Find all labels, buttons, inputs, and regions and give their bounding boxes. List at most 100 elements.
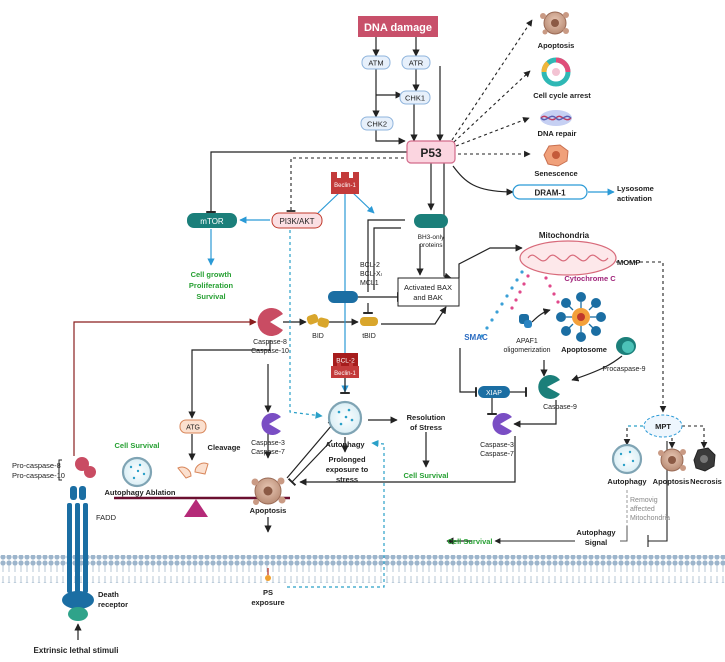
mpt-node: MPT xyxy=(643,414,683,438)
caspase9-label: Caspase-9 xyxy=(543,404,577,411)
plasma-membrane xyxy=(0,555,725,583)
mpt-label: MPT xyxy=(655,422,671,431)
autophagy-ablation-vesicle xyxy=(121,456,153,488)
caspase10-label: Caspase-10 xyxy=(251,348,289,355)
survival-text: Survival xyxy=(196,292,225,301)
atm-label: ATM xyxy=(368,59,383,68)
p53-node: P53 xyxy=(406,140,456,164)
bh3-only-node xyxy=(414,214,448,228)
procaspase9-icon xyxy=(616,337,636,355)
pro-caspase8-label: Pro-caspase-8 xyxy=(12,461,61,470)
momp-label: MOMP xyxy=(617,258,640,267)
tbid-label: tBID xyxy=(362,333,376,340)
beclin1-box-label: Beclin-1 xyxy=(334,371,356,377)
apoptosis-center-label: Apoptosis xyxy=(250,506,287,515)
cell-survival-mid: Cell Survival xyxy=(403,471,448,480)
chk1-label: CHK1 xyxy=(405,94,425,103)
apaf1-icon xyxy=(519,314,532,328)
dna-repair-icon xyxy=(540,110,572,126)
mpt-apoptosis-icon xyxy=(658,448,686,472)
mpt-autophagy-label: Autophagy xyxy=(607,477,647,486)
cytochrome-c-label: Cytochrome C xyxy=(564,274,616,283)
caspase3-right-icon xyxy=(492,413,512,435)
cell-growth-text: Cell growth xyxy=(191,270,232,279)
proliferation-text: Proliferation xyxy=(189,281,234,290)
apaf1-line2: oligomerization xyxy=(503,347,550,354)
death-receptor-line2: receptor xyxy=(98,600,128,609)
autophagy-ablation-label: Autophagy Ablation xyxy=(105,488,176,497)
ps-exposure-line1: PS xyxy=(263,588,273,597)
chk1-node: CHK1 xyxy=(399,90,431,105)
bh3-only-line1: BH3-only xyxy=(418,234,445,241)
bcl2-beclin-complex: BCL-2 Beclin-1 xyxy=(331,353,359,378)
apoptosome-label: Apoptosome xyxy=(561,345,607,354)
autophagy-center-vesicle xyxy=(327,400,363,436)
pro-caspase10-label: Pro-caspase-10 xyxy=(12,471,65,480)
chk2-label: CHK2 xyxy=(367,120,387,129)
prolonged-line1: Prolonged xyxy=(328,455,366,464)
caspase8-icon xyxy=(257,308,283,336)
cytochrome-c-dots xyxy=(510,274,560,310)
caspase7-center-label: Caspase-7 xyxy=(251,449,285,456)
bid-label: BID xyxy=(312,333,324,340)
atr-node: ATR xyxy=(401,55,431,70)
mpt-apoptosis-label: Apoptosis xyxy=(653,477,690,486)
smac-label: SMAC xyxy=(464,333,488,342)
caspase3-center-label: Caspase-3 xyxy=(251,440,285,447)
xiap-label: XIAP xyxy=(486,390,502,397)
dna-damage-box: DNA damage xyxy=(358,16,438,37)
chk2-node: CHK2 xyxy=(360,116,394,131)
dram1-label: DRAM-1 xyxy=(534,189,566,198)
bcl2-group-line3: MCL1 xyxy=(360,280,379,287)
pi3k-akt-label: PI3K/AKT xyxy=(279,217,314,226)
bax-bak-line1: Activated BAX xyxy=(404,283,452,292)
senescence-icon xyxy=(543,144,569,167)
apoptosis-center-icon xyxy=(251,477,286,505)
atg-label: ATG xyxy=(186,425,200,432)
bcl2-box-label: BCL-2 xyxy=(336,358,355,365)
removing-line1: Removig xyxy=(630,497,658,504)
ps-exposure-line2: exposure xyxy=(251,598,284,607)
atg-node: ATG xyxy=(179,419,207,434)
caspase3-right-label: Caspase-3 xyxy=(480,442,514,449)
bh3-only-line2: proteins xyxy=(419,242,443,249)
dram1-node: DRAM-1 xyxy=(512,184,588,200)
cleavage-label: Cleavage xyxy=(208,443,241,452)
prolonged-line3: stress xyxy=(336,475,358,484)
lysosome-activation-line1: Lysosome xyxy=(617,184,654,193)
caspase9-icon xyxy=(538,375,560,399)
apoptosome-icon xyxy=(556,292,606,342)
beclin1-top-label: Beclin-1 xyxy=(334,183,356,189)
fadd-label: FADD xyxy=(96,513,117,522)
death-receptor-line1: Death xyxy=(98,590,119,599)
extrinsic-stimuli-label: Extrinsic lethal stimuli xyxy=(34,646,119,655)
cell-survival-left: Cell Survival xyxy=(114,441,159,450)
prolonged-line2: exposure to xyxy=(326,465,369,474)
resolution-line1: Resolution xyxy=(407,413,446,422)
dna-damage-label: DNA damage xyxy=(364,22,432,34)
beclin1-top-node: Beclin-1 xyxy=(331,172,359,194)
ps-exposure-icon xyxy=(265,568,271,581)
mitochondria-label: Mitochondria xyxy=(539,231,590,240)
apoptosis-cell-icon xyxy=(540,11,569,35)
bcl2-group-line2: BCL-Xₗ xyxy=(360,271,382,278)
removing-line2: affected xyxy=(630,506,655,513)
smac-release-dots xyxy=(480,270,524,338)
pro-caspase-bracket xyxy=(58,459,62,481)
death-receptor-icon xyxy=(62,503,94,621)
bax-bak-node: Activated BAX and BAK xyxy=(397,277,460,307)
mtor-label: mTOR xyxy=(200,217,224,226)
apaf1-line1: APAF1 xyxy=(516,338,538,345)
mpt-autophagy-vesicle xyxy=(611,443,643,475)
procaspase9-label: Procaspase-9 xyxy=(602,366,645,373)
pro-caspase-icons xyxy=(75,457,96,478)
removing-line3: Mitochondria xyxy=(630,515,670,522)
cell-cycle-icon xyxy=(541,57,571,87)
mitochondria-icon xyxy=(519,240,617,276)
bax-bak-line2: and BAK xyxy=(413,293,443,302)
mpt-necrosis-label: Necrosis xyxy=(690,477,722,486)
outcome-dna-repair: DNA repair xyxy=(538,129,577,138)
caspase7-right-label: Caspase-7 xyxy=(480,451,514,458)
atm-node: ATM xyxy=(361,55,391,70)
autophagy-signal-line2: Signal xyxy=(585,538,608,547)
